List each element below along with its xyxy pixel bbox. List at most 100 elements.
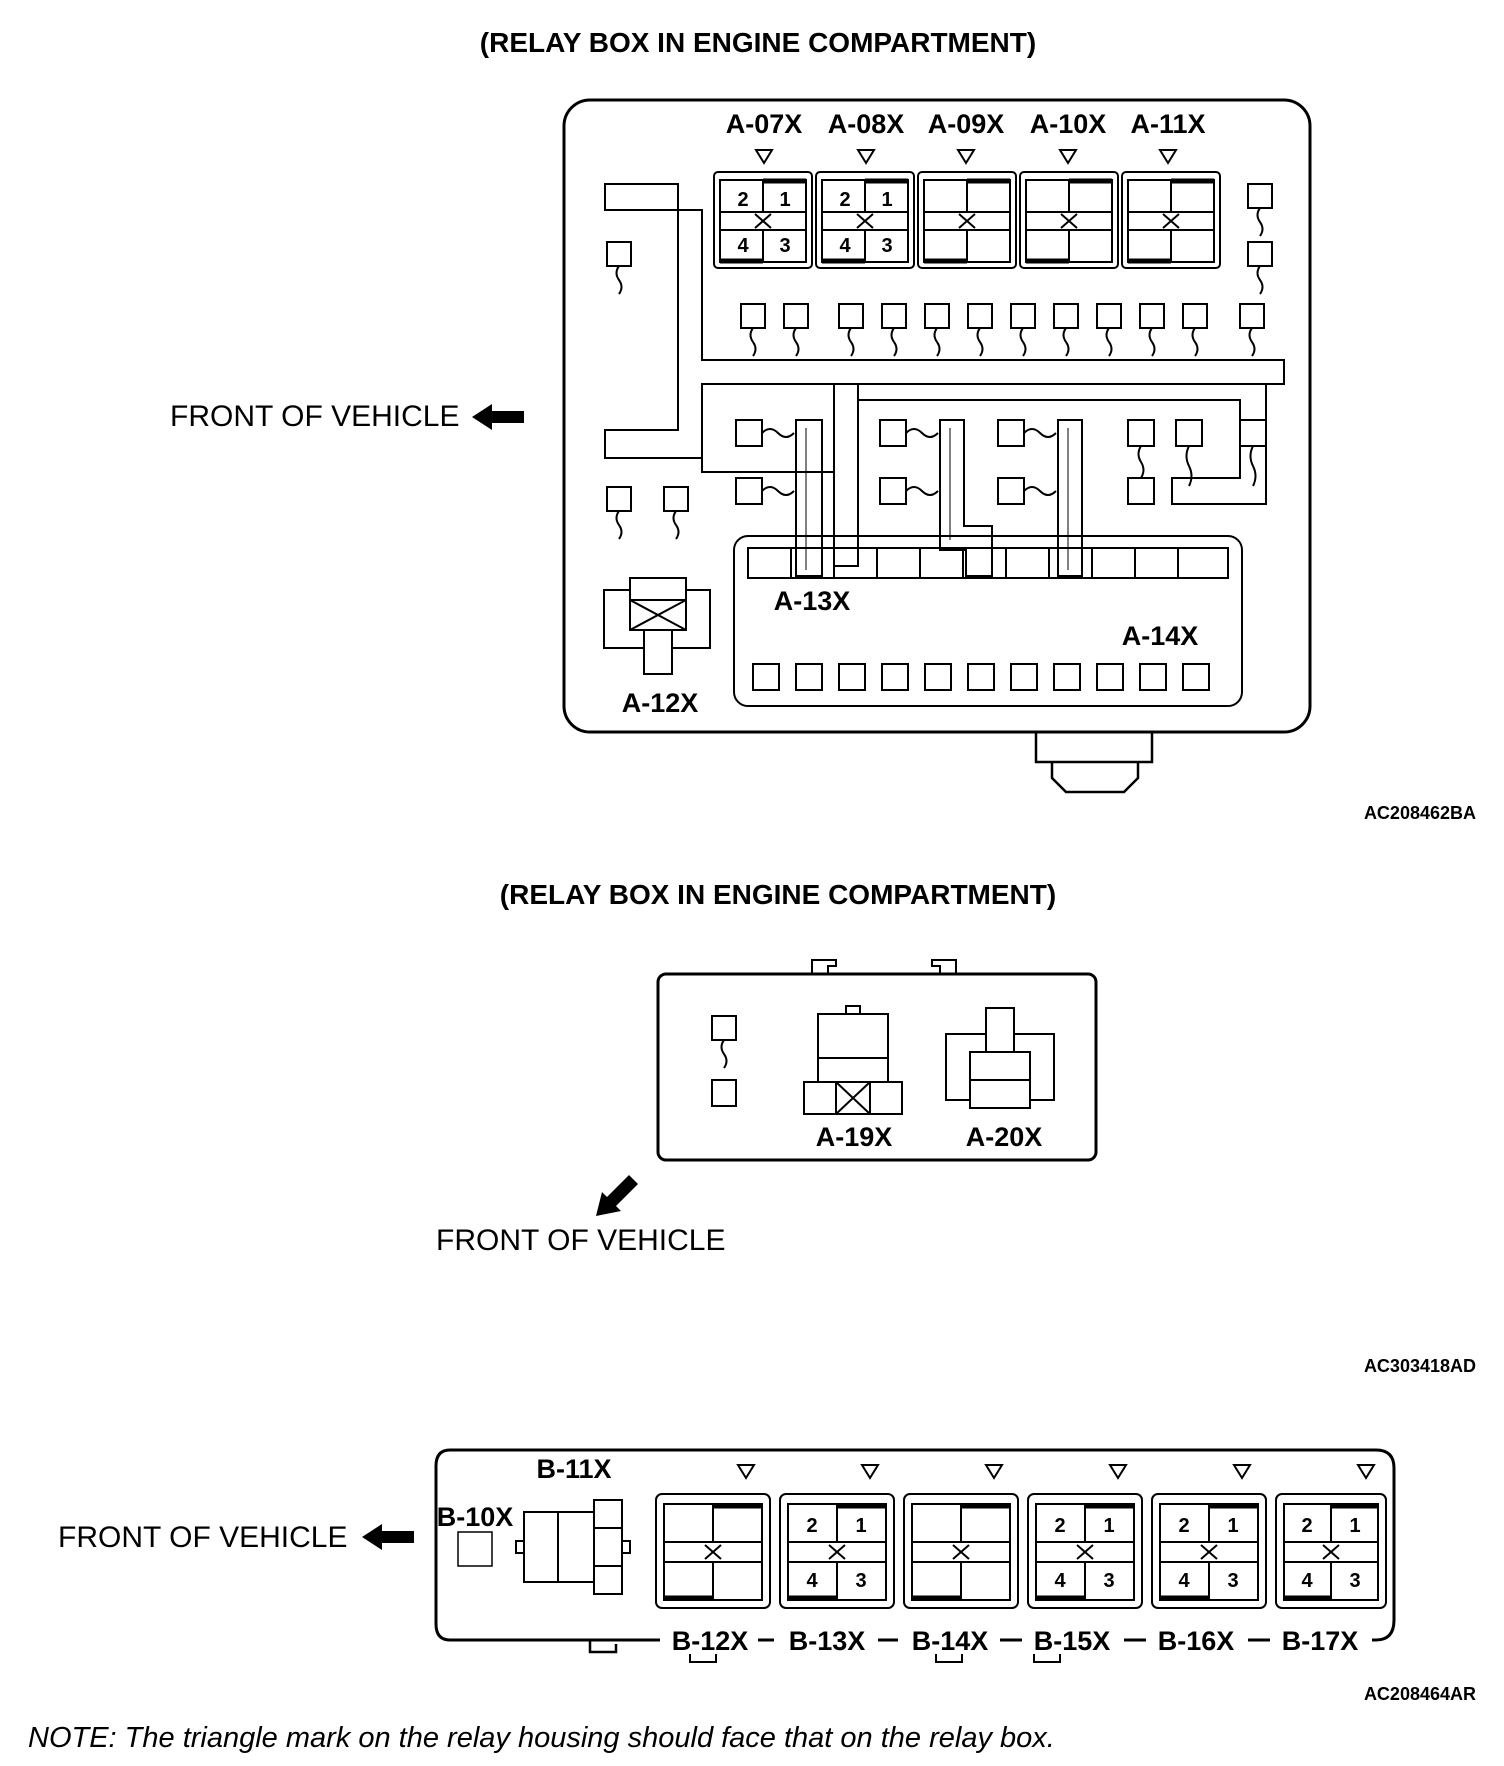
relay-label-b13x: B-13X: [789, 1626, 866, 1656]
top-relay-labels: A-07X A-08X A-09X A-10X A-11X: [726, 109, 1206, 139]
triangle-mark-icon: [736, 1464, 756, 1480]
front-of-vehicle-label-2: FRONT OF VEHICLE: [436, 1224, 725, 1257]
relay-box-housing-1: [562, 98, 1312, 734]
relay-label-b16x: B-16X: [1158, 1626, 1235, 1656]
front-of-vehicle-label-3: FRONT OF VEHICLE: [58, 1521, 347, 1554]
svg-text:4: 4: [1054, 1570, 1066, 1592]
relay-b17x: 2 1 4 3: [1275, 1493, 1387, 1609]
svg-text:2: 2: [1178, 1515, 1189, 1537]
diagram-2-title: (RELAY BOX IN ENGINE COMPARTMENT): [500, 879, 1056, 910]
svg-text:2: 2: [1054, 1515, 1065, 1537]
relay-b12x: [655, 1493, 771, 1609]
relay-a12x: [603, 577, 711, 675]
svg-text:2: 2: [839, 189, 850, 211]
triangle-mark-icon: [856, 149, 876, 165]
relay-label-b15x: B-15X: [1034, 1626, 1111, 1656]
relay-b11x: [515, 1499, 631, 1595]
relay-box-housing-2: [656, 972, 1098, 1162]
svg-text:3: 3: [881, 235, 892, 257]
triangle-mark-icon: [956, 149, 976, 165]
note-text: NOTE: The triangle mark on the relay hou…: [28, 1722, 1055, 1754]
triangle-marks-top: [754, 149, 1178, 165]
relay-label-a12x: A-12X: [622, 688, 699, 718]
relay-label-a11x: A-11X: [1130, 109, 1205, 139]
svg-text:2: 2: [1301, 1515, 1312, 1537]
relay-label-b14x: B-14X: [912, 1626, 989, 1656]
svg-text:4: 4: [839, 235, 851, 257]
relay-a09x: [917, 171, 1017, 269]
relay-label-a07x: A-07X: [726, 109, 803, 139]
svg-text:1: 1: [881, 189, 892, 211]
housing-clips: [811, 959, 957, 974]
relay-b14x: [903, 1493, 1019, 1609]
figure-code-1: AC208462BA: [1364, 803, 1476, 823]
fuse-diagram-2: [711, 1015, 737, 1107]
svg-text:4: 4: [737, 235, 749, 257]
relay-label-b12x: B-12X: [672, 1626, 749, 1656]
svg-text:3: 3: [855, 1570, 866, 1592]
relay-b13x: 2 1 4 3: [779, 1493, 895, 1609]
triangle-mark-icon: [1158, 149, 1178, 165]
svg-text:1: 1: [1227, 1515, 1238, 1537]
svg-text:2: 2: [806, 1515, 817, 1537]
label-brackets: [689, 1654, 1061, 1663]
front-arrow-icon: [472, 404, 524, 430]
relay-a07x: 2 1 4 3: [713, 171, 813, 269]
diagram-1: (RELAY BOX IN ENGINE COMPARTMENT) FRONT …: [170, 27, 1476, 823]
relay-label-a19x: A-19X: [816, 1122, 893, 1152]
relay-a10x: [1019, 171, 1119, 269]
relay-label-b11x: B-11X: [536, 1454, 611, 1484]
front-arrow-icon: [362, 1524, 414, 1550]
fuse-b10x: [457, 1531, 493, 1567]
triangle-mark-icon: [1232, 1464, 1252, 1480]
figure-code-3: AC208464AR: [1364, 1684, 1476, 1704]
svg-text:3: 3: [1349, 1570, 1360, 1592]
svg-text:3: 3: [1227, 1570, 1238, 1592]
fuse-block-a13x-a14x: [733, 535, 1243, 707]
svg-text:3: 3: [1103, 1570, 1114, 1592]
diagram-1-title: (RELAY BOX IN ENGINE COMPARTMENT): [480, 27, 1036, 58]
triangle-marks-bottom: [736, 1464, 1376, 1480]
internal-bus-paths: [604, 183, 1285, 567]
svg-text:2: 2: [737, 189, 748, 211]
relay-label-a10x: A-10X: [1030, 109, 1107, 139]
front-of-vehicle-label-1: FRONT OF VEHICLE: [170, 400, 459, 433]
relay-label-b10x: B-10X: [437, 1502, 514, 1532]
triangle-mark-icon: [1058, 149, 1078, 165]
relay-label-a09x: A-09X: [928, 109, 1005, 139]
svg-text:1: 1: [855, 1515, 866, 1537]
relay-label-a08x: A-08X: [828, 109, 905, 139]
svg-text:4: 4: [1301, 1570, 1313, 1592]
mini-relays: [735, 419, 1267, 577]
svg-text:1: 1: [779, 189, 790, 211]
triangle-mark-icon: [984, 1464, 1004, 1480]
triangle-mark-icon: [1108, 1464, 1128, 1480]
relay-label-b17x: B-17X: [1282, 1626, 1359, 1656]
triangle-mark-icon: [860, 1464, 880, 1480]
svg-text:1: 1: [1103, 1515, 1114, 1537]
svg-text:1: 1: [1349, 1515, 1360, 1537]
relay-label-a14x: A-14X: [1122, 621, 1199, 651]
svg-text:3: 3: [779, 235, 790, 257]
svg-text:4: 4: [1178, 1570, 1190, 1592]
relay-label-a13x: A-13X: [774, 586, 851, 616]
diagonal-front-arrow-icon: [596, 1175, 638, 1216]
triangle-mark-icon: [754, 149, 774, 165]
relay-b16x: 2 1 4 3: [1151, 1493, 1267, 1609]
svg-text:4: 4: [806, 1570, 818, 1592]
relay-label-a20x: A-20X: [966, 1122, 1043, 1152]
relay-box-housing-3: [434, 1448, 1396, 1642]
relay-a19x: [803, 1005, 903, 1115]
bottom-relay-labels: B-12X B-13X B-14X B-15X B-16X B-17X: [672, 1626, 1359, 1656]
housing-tab: [1034, 730, 1154, 794]
diagram-2: (RELAY BOX IN ENGINE COMPARTMENT) A-19X: [436, 879, 1476, 1376]
relay-a08x: 2 1 4 3: [815, 171, 915, 269]
diagram-3: FRONT OF VEHICLE B-10X B-11X: [58, 1448, 1476, 1704]
relay-a20x: [945, 1007, 1055, 1109]
figure-code-2: AC303418AD: [1364, 1356, 1476, 1376]
relay-a11x: [1121, 171, 1221, 269]
housing-tab-3: [588, 1640, 618, 1654]
relay-b15x: 2 1 4 3: [1027, 1493, 1143, 1609]
triangle-mark-icon: [1356, 1464, 1376, 1480]
